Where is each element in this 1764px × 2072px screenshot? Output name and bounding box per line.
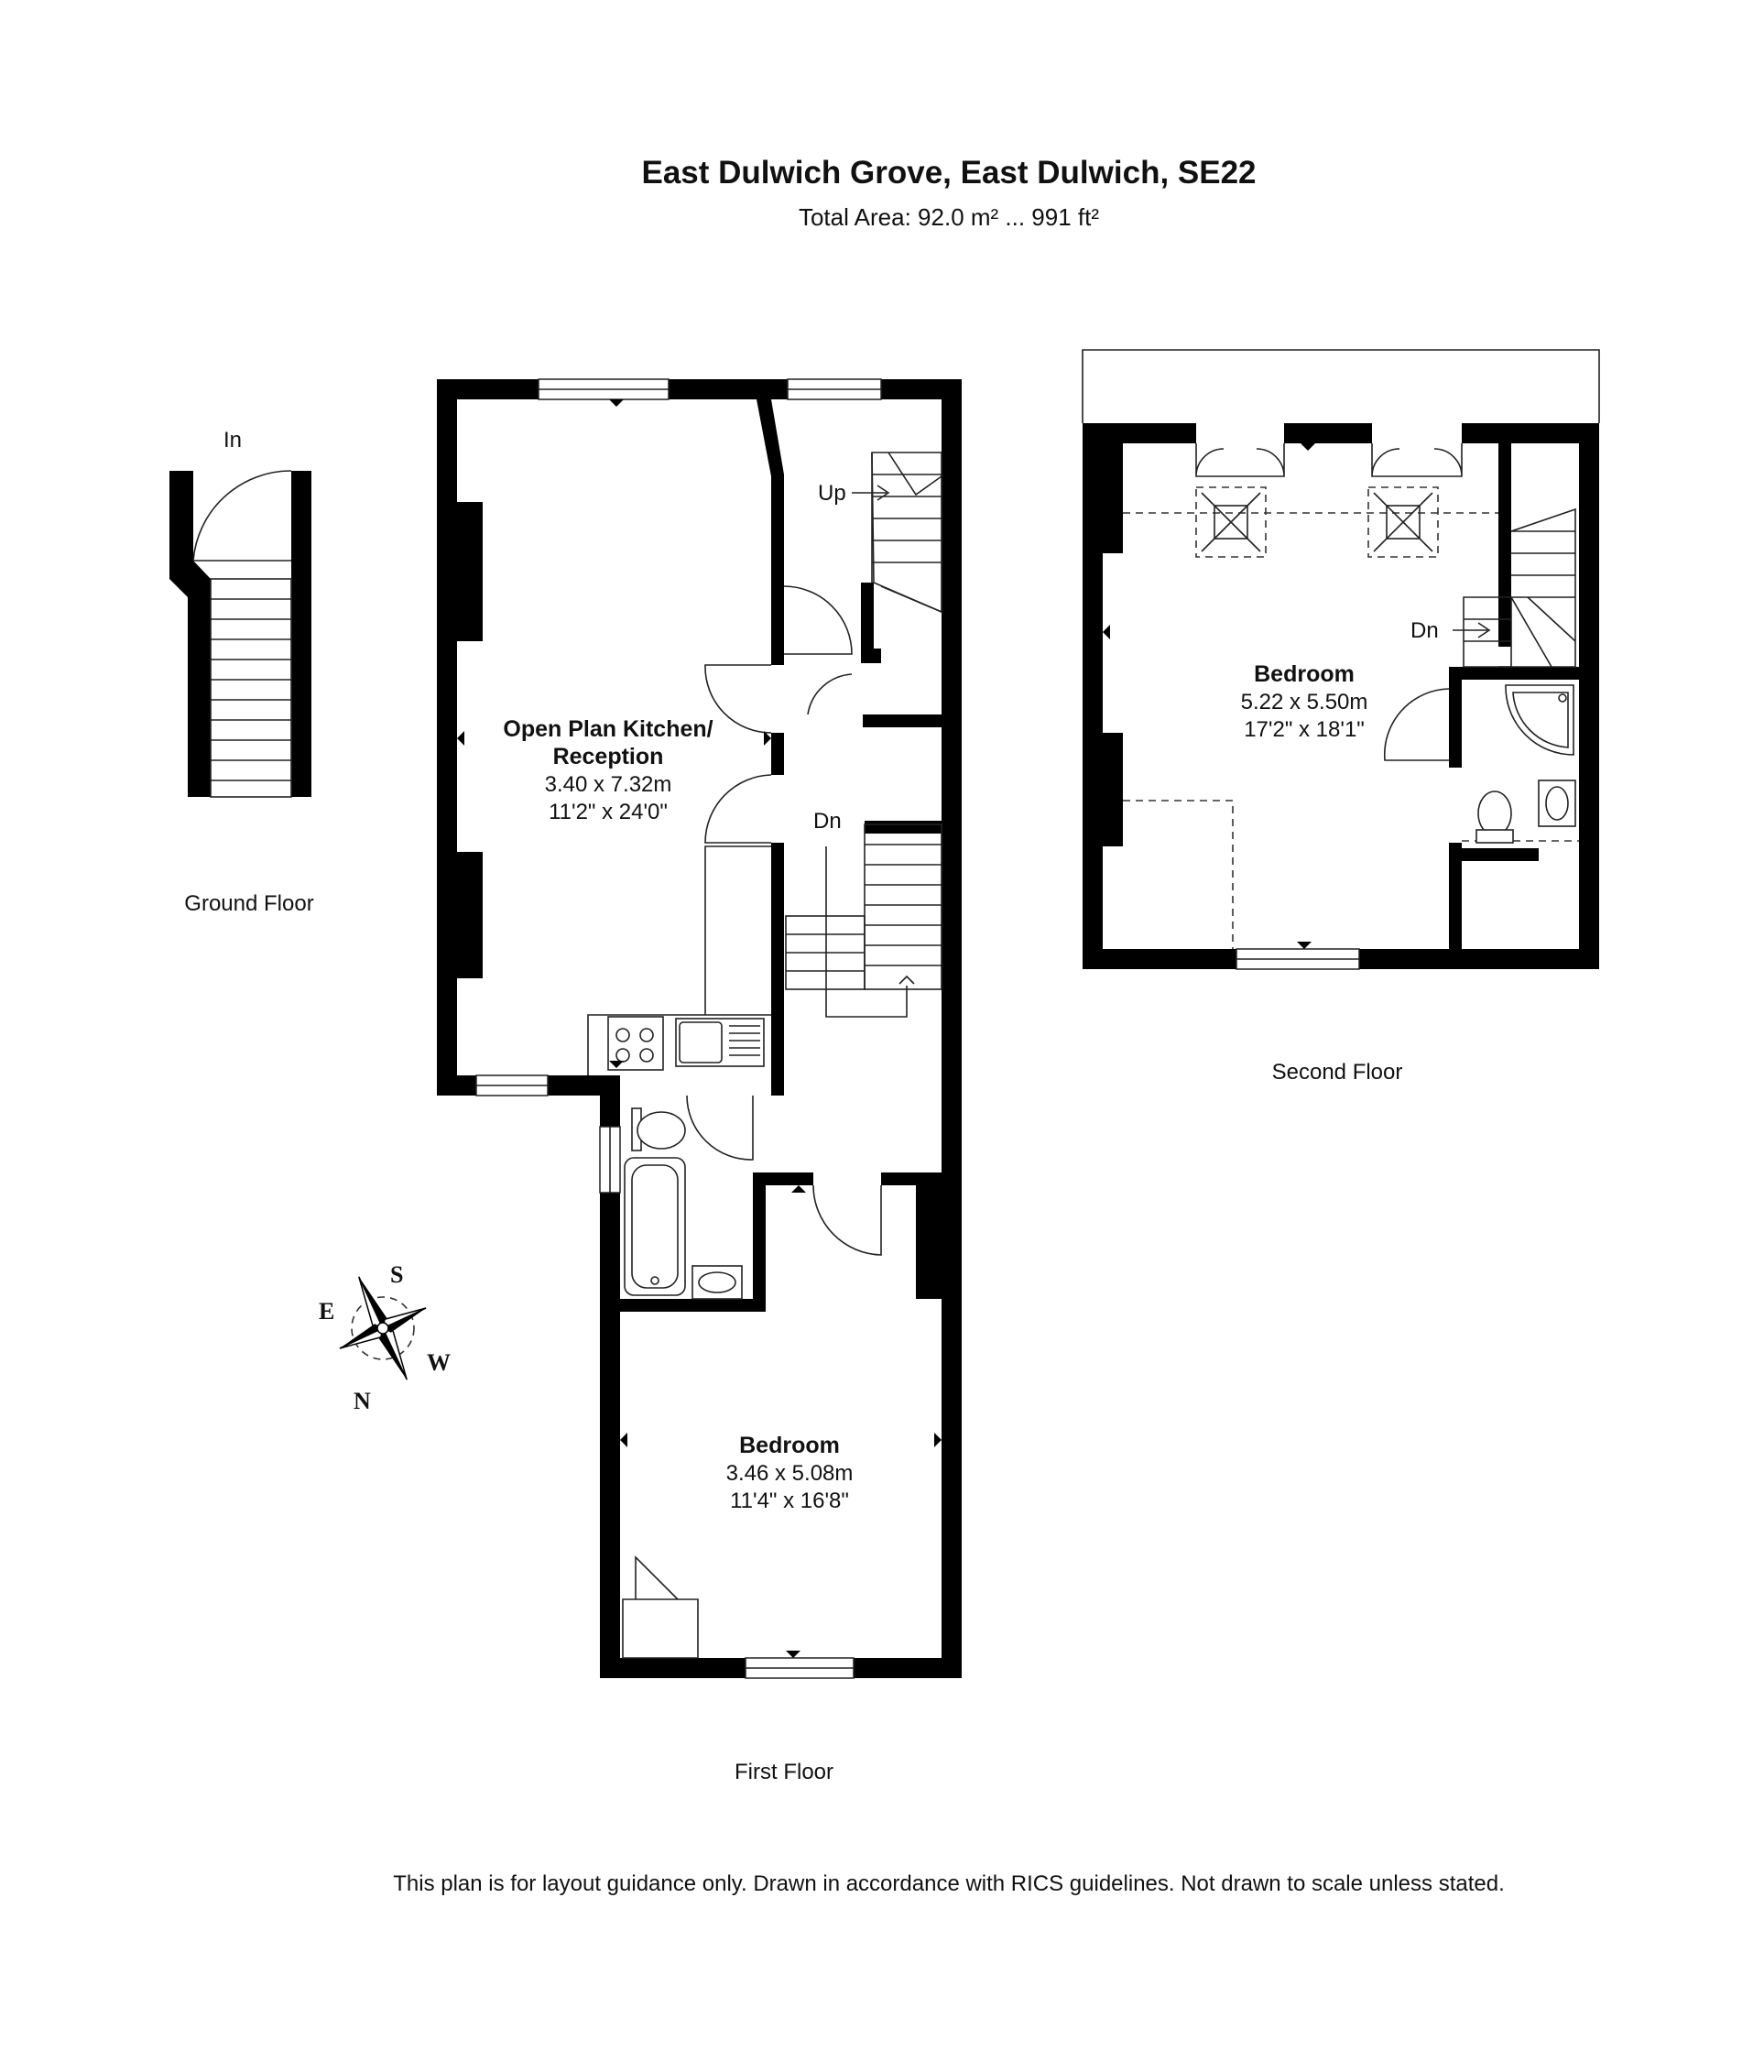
stair-landing-wall-2	[861, 649, 881, 663]
kitchen-units	[587, 845, 771, 1075]
second-left-chimney-lower	[1103, 733, 1123, 846]
bath-basin	[691, 1265, 743, 1300]
ensuite-top-wall	[1449, 667, 1579, 680]
second-left-wall	[1083, 423, 1103, 969]
corner-shower	[1505, 684, 1574, 756]
total-area: Total Area: 92.0 m² ... 991 ft²	[799, 203, 1099, 231]
compass	[339, 1276, 427, 1380]
stair-landing-wall-1	[861, 583, 874, 661]
staircase-down	[785, 823, 942, 1018]
french-doors-left	[1195, 443, 1285, 477]
hall-wall-2	[865, 821, 942, 834]
ensuite-left-wall	[1449, 667, 1462, 768]
down-label-first: Dn	[813, 809, 842, 834]
ensuite-shelf-wall	[1462, 848, 1539, 861]
first-bedroom-imperial: 11'4" x 16'8"	[730, 1489, 849, 1513]
compass-east: E	[319, 1298, 334, 1325]
dashed-area-outline	[1123, 800, 1234, 949]
first-bedroom-metric: 3.46 x 5.08m	[726, 1461, 854, 1486]
bedroom-top-wall-right	[881, 1172, 942, 1185]
bedroom-door-swing	[812, 1184, 882, 1256]
kitchen-door-swing-1	[704, 664, 772, 734]
second-floor: Dn Bedroom 5.22 x 5.50m 17'2" x 18'1" S	[1082, 349, 1600, 1085]
footer-disclaimer: This plan is for layout guidance only. D…	[393, 1871, 1505, 1896]
down-arrow-first	[898, 975, 915, 985]
second-top-wall-right	[1462, 423, 1599, 443]
hall-door-swing-2	[807, 673, 853, 715]
second-top-wall-mid	[1284, 423, 1372, 443]
ensuite-basin	[1538, 780, 1576, 827]
bath-door-swing	[686, 1095, 754, 1161]
first-floor-label: First Floor	[735, 1760, 833, 1784]
compass-south: S	[390, 1261, 403, 1288]
second-right-wall	[1579, 423, 1599, 969]
hall-wall-1	[863, 714, 942, 727]
bath-left-wall	[600, 1075, 620, 1678]
kitchen-left-chimney-upper	[457, 502, 483, 641]
plan-title: East Dulwich Grove, East Dulwich, SE22	[641, 155, 1256, 191]
stair-enclosure-wall	[1498, 443, 1511, 647]
skylight-right	[1367, 486, 1439, 558]
ground-floor-label: Ground Floor	[184, 891, 313, 916]
skylight-left	[1195, 486, 1267, 558]
kitchen-top-wall	[437, 379, 962, 399]
bathtub	[624, 1157, 686, 1296]
ground-left-wall	[169, 471, 211, 797]
first-bedroom-label: Bedroom 3.46 x 5.08m 11'4" x 16'8"	[726, 1433, 854, 1513]
first-right-wall	[942, 379, 962, 1678]
ground-floor: In Ground Floor	[169, 428, 314, 916]
second-top-wall-left	[1083, 423, 1196, 443]
second-bottom-wall-left	[1083, 949, 1236, 969]
ground-right-wall	[291, 471, 311, 797]
second-bedroom-label: Bedroom 5.22 x 5.50m 17'2" x 18'1"	[1241, 661, 1368, 742]
down-arrow-second	[1453, 622, 1491, 638]
kitchen-name-line2: Reception	[553, 744, 664, 769]
second-floor-label: Second Floor	[1272, 1060, 1403, 1085]
kitchen-left-chimney-lower	[457, 852, 483, 978]
french-doors-right	[1371, 443, 1463, 477]
second-bedroom-name: Bedroom	[1254, 661, 1355, 687]
ensuite-lower-left-wall	[1449, 843, 1462, 949]
wardrobe	[622, 1598, 699, 1659]
up-label: Up	[818, 481, 846, 506]
ground-door-swing	[192, 470, 292, 562]
bedroom-chimney	[916, 1185, 942, 1299]
staircase-up	[871, 452, 942, 614]
second-staircase	[1463, 507, 1576, 668]
toilet	[631, 1107, 686, 1151]
kitchen-hall-partition-upper	[757, 399, 784, 665]
kitchen-hall-partition-mid	[771, 733, 784, 775]
kitchen-hall-partition-lower	[771, 843, 784, 1096]
roof-outline	[1082, 349, 1600, 423]
kitchen-door-swing-2	[704, 774, 772, 844]
second-left-chimney-upper	[1103, 443, 1123, 553]
second-bedroom-imperial: 17'2" x 18'1"	[1244, 717, 1365, 742]
second-bedroom-metric: 5.22 x 5.50m	[1241, 690, 1368, 714]
bath-right-wall	[753, 1172, 766, 1310]
second-bottom-wall-right	[1359, 949, 1599, 969]
entrance-label: In	[223, 428, 242, 453]
ground-staircase	[210, 578, 292, 798]
kitchen-metric: 3.40 x 7.32m	[545, 772, 672, 797]
compass-north: N	[354, 1388, 371, 1414]
bedroom-top-wall-left	[766, 1172, 813, 1185]
kitchen-imperial: 11'2" x 24'0"	[549, 800, 668, 824]
ensuite-toilet	[1475, 791, 1514, 844]
first-bedroom-name: Bedroom	[739, 1433, 840, 1458]
kitchen-label: Open Plan Kitchen/ Reception 3.40 x 7.32…	[503, 716, 713, 824]
hall-door-swing-1	[783, 585, 853, 655]
up-arrow	[852, 485, 890, 501]
down-label-second: Dn	[1410, 618, 1439, 643]
compass-west: W	[427, 1349, 451, 1376]
first-floor: Up Dn	[437, 378, 962, 1784]
compass-ring	[351, 1296, 415, 1360]
kitchen-name-line1: Open Plan Kitchen/	[503, 716, 713, 742]
compass-rose-icon	[339, 1276, 427, 1380]
kitchen-left-wall	[437, 379, 457, 1096]
kitchen-sink	[675, 1018, 765, 1067]
bath-bottom-wall	[600, 1299, 766, 1312]
ensuite-door-swing	[1383, 688, 1450, 761]
